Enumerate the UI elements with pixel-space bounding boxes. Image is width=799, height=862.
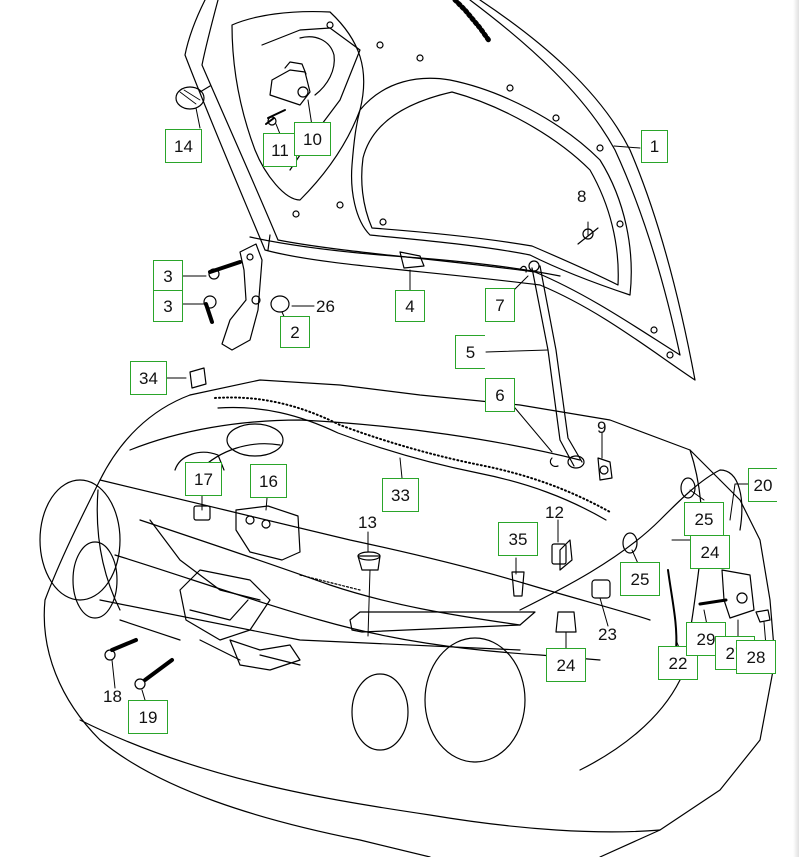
hood-hinge [203,243,290,351]
callout-34[interactable]: 34 [130,361,167,395]
label-26: 26 [316,297,335,316]
label-18: 18 [103,687,122,706]
hood-striker [265,61,311,126]
callout-33[interactable]: 33 [382,478,419,512]
label-12: 12 [545,503,564,522]
page-edge-shadow [793,0,799,857]
callout-35[interactable]: 35 [498,522,538,556]
label-9: 9 [597,418,607,437]
callout-16[interactable]: 16 [250,464,287,498]
front-bumper [39,479,661,833]
label-23: 23 [598,625,617,644]
callout-20[interactable]: 20 [748,468,777,502]
callout-6[interactable]: 6 [485,378,515,412]
small-fasteners [104,251,577,690]
gas-strut [519,227,599,469]
callout-5[interactable]: 5 [455,335,485,369]
callout-11[interactable]: 11 [263,133,297,167]
vehicle-body [43,379,776,858]
callout-25-upper[interactable]: 25 [684,502,724,536]
callout-17[interactable]: 17 [185,462,222,496]
callout-7[interactable]: 7 [485,288,515,322]
hood-seal [214,396,611,521]
callout-19[interactable]: 19 [128,700,168,734]
callout-14[interactable]: 14 [165,129,202,163]
callout-24-lower[interactable]: 24 [546,648,586,682]
hood-lock [179,505,361,641]
callout-24-upper[interactable]: 24 [690,535,730,569]
label-13: 13 [358,513,377,532]
callout-3-lower[interactable]: 3 [153,290,183,322]
callout-2[interactable]: 2 [280,316,310,348]
callout-10[interactable]: 10 [294,122,331,156]
callout-1[interactable]: 1 [641,130,668,163]
callout-28[interactable]: 28 [736,640,776,674]
leader-lines [111,99,767,711]
callout-25-lower[interactable]: 25 [620,562,660,596]
hood-panel [184,0,696,381]
callout-4[interactable]: 4 [395,290,425,322]
label-8: 8 [577,187,587,206]
rubber-buffer [175,85,211,110]
callout-3-upper[interactable]: 3 [153,260,183,292]
